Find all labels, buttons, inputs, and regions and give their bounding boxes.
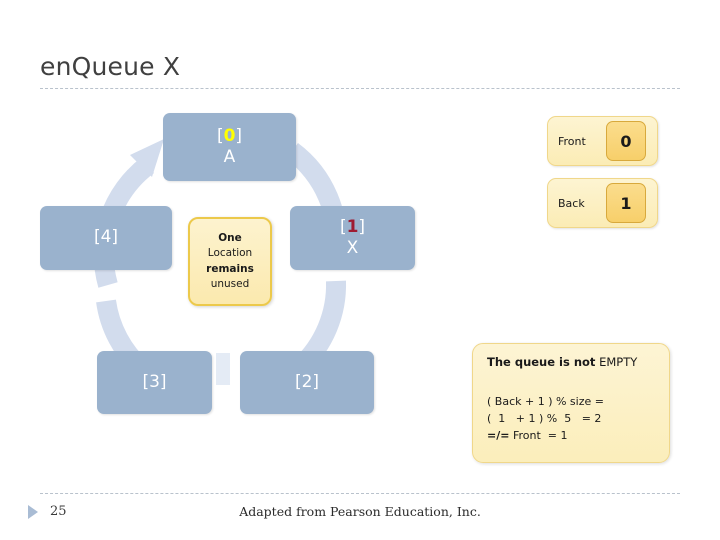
queue-slot-3[interactable]: [3] <box>97 351 212 414</box>
queue-slot-4[interactable]: [4] <box>40 206 172 270</box>
note-line-4: unused <box>210 277 250 290</box>
explanation-callout: The queue is not EMPTY ( Back + 1 ) % si… <box>472 343 670 463</box>
callout-header: The queue is not EMPTY <box>487 355 637 369</box>
pointer-front[interactable]: Front 0 <box>547 116 658 166</box>
slot-1-index: [1] <box>339 216 366 237</box>
slot-1-index-digit: 1 <box>346 216 359 237</box>
callout-header-plain: EMPTY <box>599 355 638 369</box>
formula-line-1: ( Back + 1 ) % size = <box>487 395 604 408</box>
callout-header-bold: The queue is not <box>487 355 596 369</box>
formula-line-3-rest: Front = 1 <box>509 429 568 443</box>
pointer-back-value: 1 <box>606 183 646 223</box>
page-title: enQueue X <box>40 52 181 81</box>
note-line-3: remains <box>206 262 254 275</box>
title-divider <box>40 88 680 89</box>
pointer-back-label: Back <box>558 196 585 210</box>
pointer-front-value: 0 <box>606 121 646 161</box>
slot-2-index: [2] <box>294 371 320 392</box>
slot-3-index: [3] <box>142 371 167 392</box>
slot-0-index-digit: 0 <box>223 125 236 146</box>
pointer-back[interactable]: Back 1 <box>547 178 658 228</box>
formula-line-2: ( 1 + 1 ) % 5 = 2 <box>487 412 602 426</box>
slot-1-value: X <box>346 238 359 258</box>
queue-slot-2[interactable]: [2] <box>240 351 374 414</box>
slot-4-index: [4] <box>93 227 119 248</box>
note-line-1: One <box>218 232 242 245</box>
formula-line-3-operator: =/= <box>487 429 510 443</box>
pointer-front-label: Front <box>558 134 586 148</box>
note-line-2: Location <box>207 247 253 260</box>
queue-slot-1[interactable]: [1] X <box>290 206 415 270</box>
footer-divider <box>40 493 680 494</box>
page-number: 25 <box>50 504 67 519</box>
callout-formula: ( Back + 1 ) % size = ( 1 + 1 ) % 5 = 2 … <box>487 393 604 444</box>
unused-location-note: One Location remains unused <box>188 217 272 306</box>
slot-0-value: A <box>223 147 236 167</box>
credit-text: Adapted from Pearson Education, Inc. <box>239 504 481 519</box>
triangle-right-icon <box>28 505 38 519</box>
slot-0-index: [0] <box>216 125 243 146</box>
queue-slot-0[interactable]: [0] A <box>163 113 296 181</box>
